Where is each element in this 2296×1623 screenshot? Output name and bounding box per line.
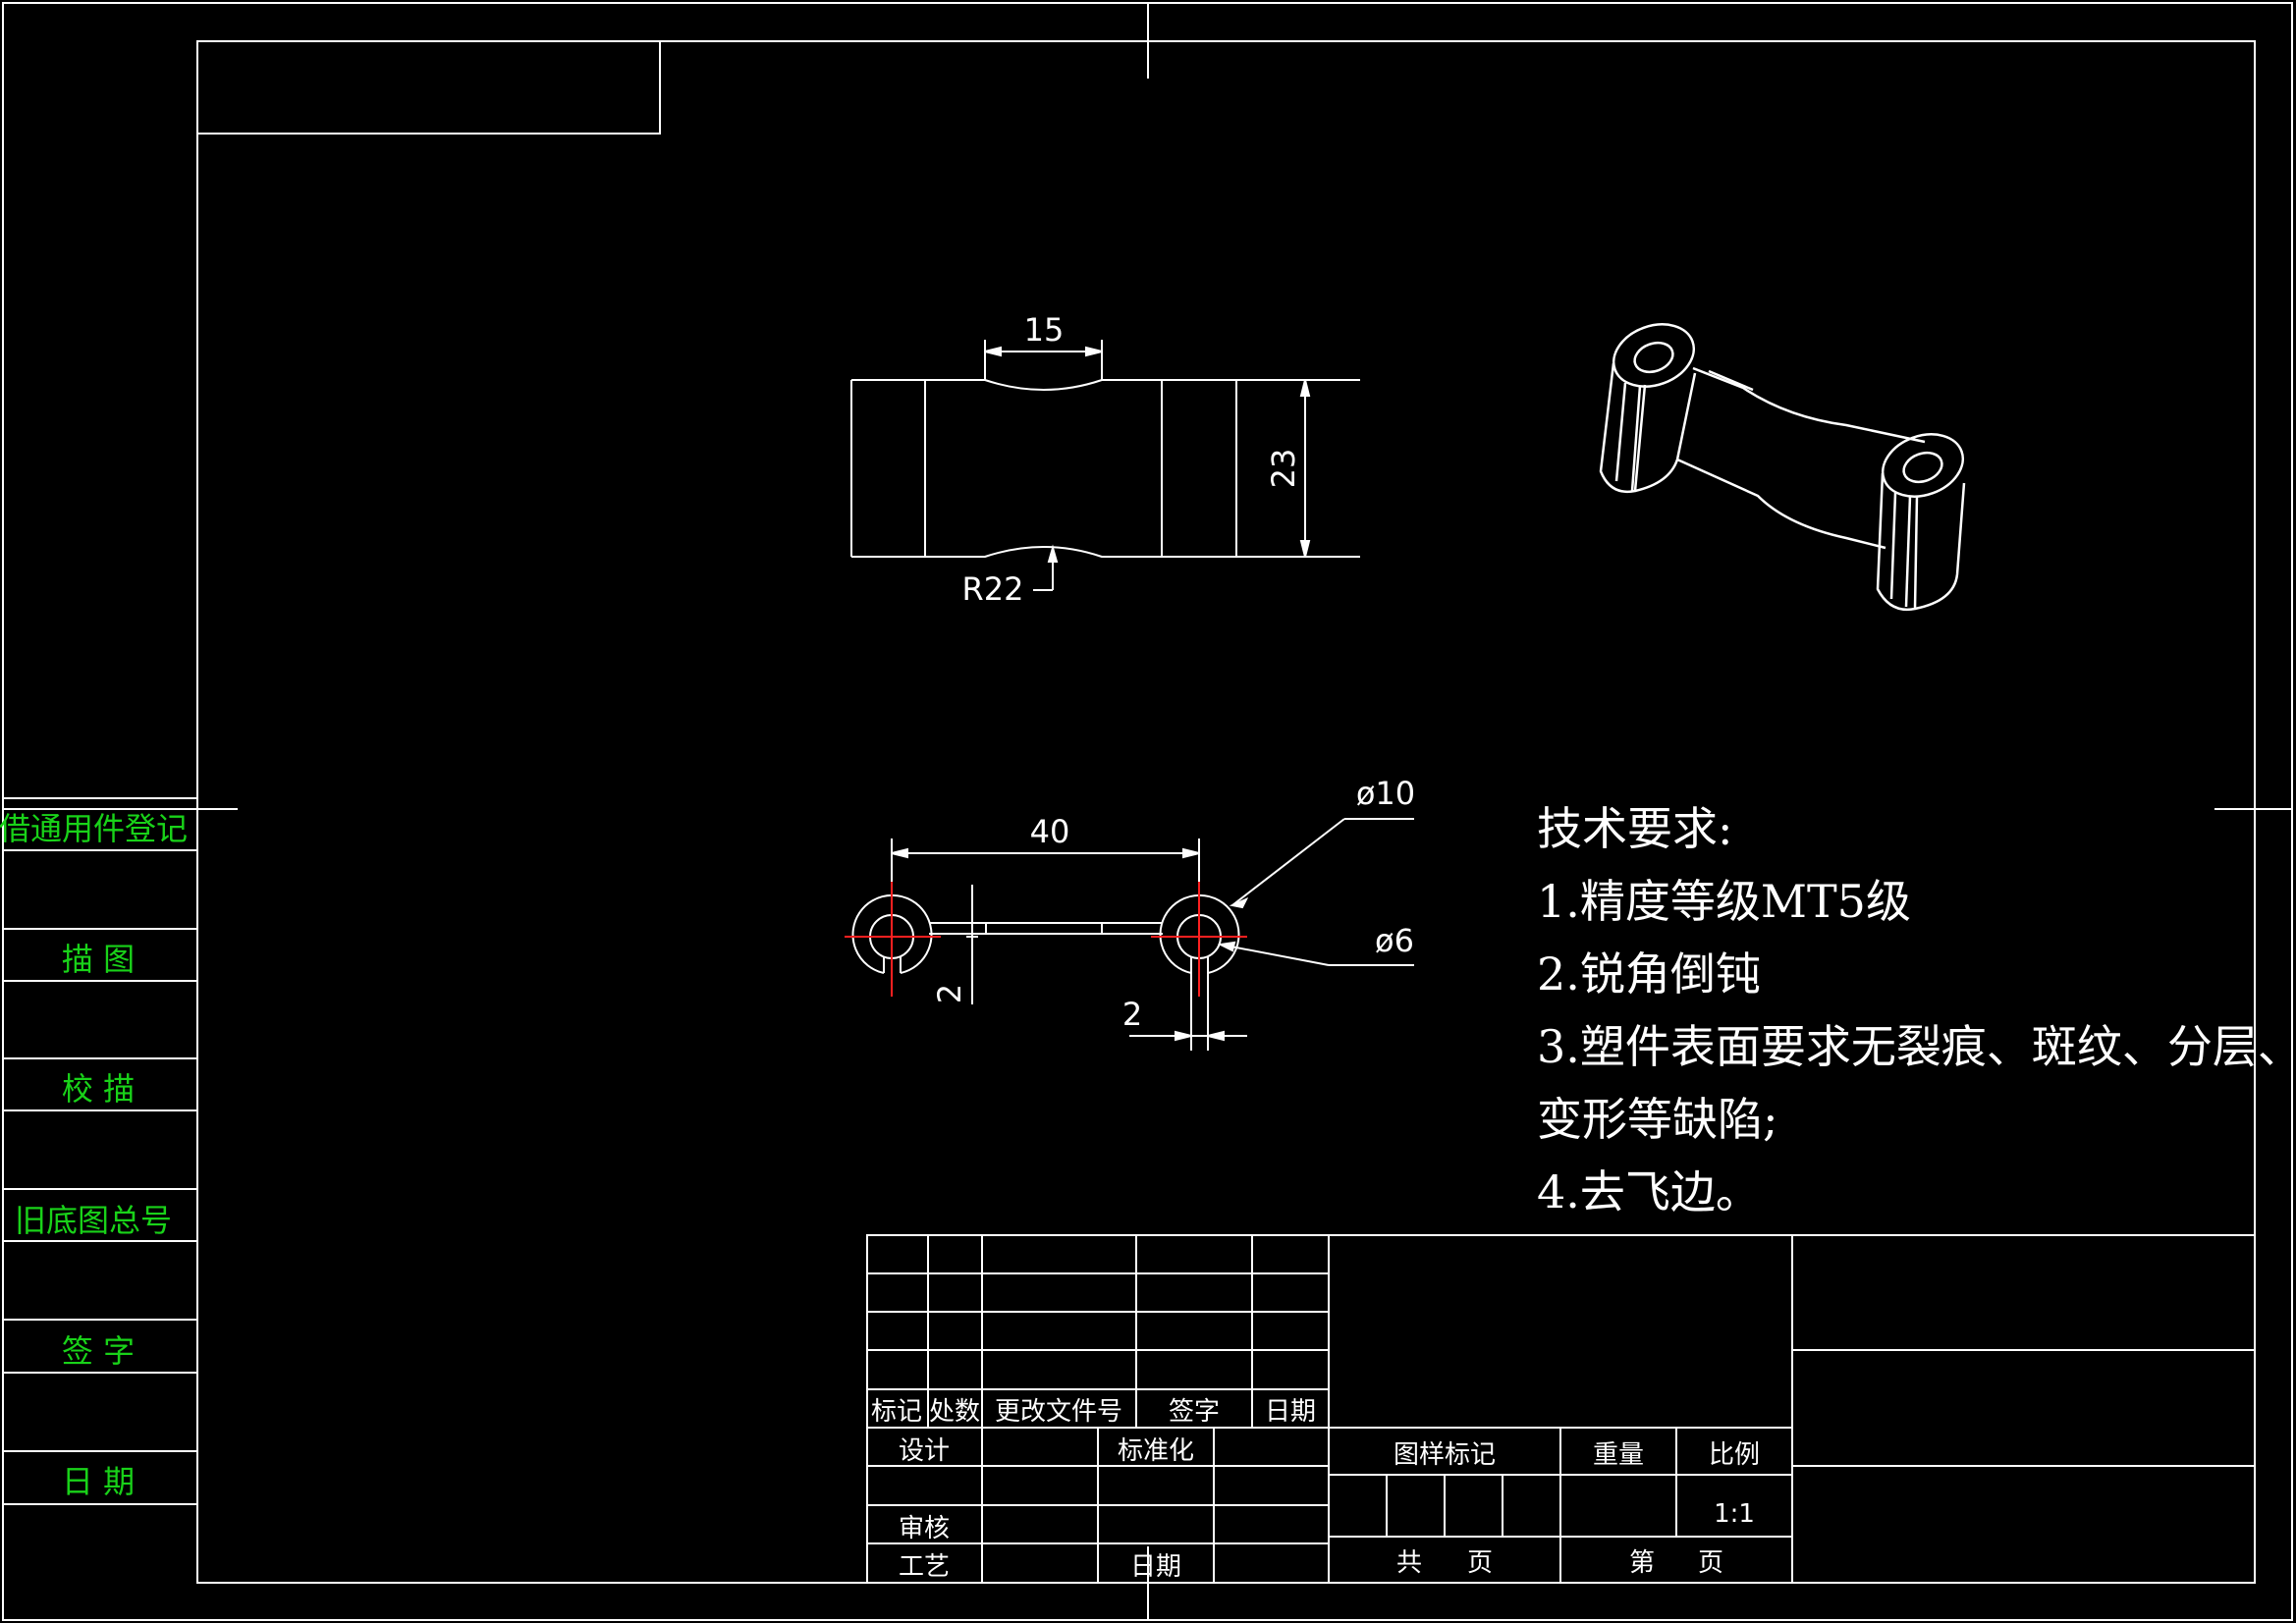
tb-date-header: 日期 — [1265, 1397, 1316, 1427]
tech-req-item-3: 3.塑件表面要求无裂痕、斑纹、分层、 — [1537, 1020, 2296, 1073]
tb-count: 处数 — [929, 1397, 980, 1427]
title-block-text: 标记 处数 更改文件号 签字 日期 设计 标准化 审核 工艺 日期 图样标记 重… — [871, 1397, 1760, 1582]
tb-page-2: 页 — [1698, 1548, 1723, 1578]
side-panel-labels: 借通用件登记 描 图 校 描 旧底图总号 签 字 日 期 — [0, 810, 188, 1500]
side-panel-grid — [3, 797, 197, 1505]
front-view — [850, 340, 1360, 591]
title-block-grid — [866, 1234, 2256, 1584]
dim-pitch-40: 40 — [1030, 813, 1070, 850]
side-label-borrowed: 借通用件登记 — [0, 810, 188, 847]
tb-design: 设计 — [899, 1436, 950, 1466]
side-label-signature: 签 字 — [62, 1332, 135, 1370]
technical-requirements: 技术要求: 1.精度等级MT5级 2.锐角倒钝 3.塑件表面要求无裂痕、斑纹、分… — [1537, 802, 2296, 1218]
tb-scale-label: 比例 — [1709, 1440, 1760, 1470]
tech-req-title: 技术要求: — [1537, 802, 1733, 855]
tb-signature: 签字 — [1169, 1397, 1220, 1427]
tb-mark: 标记 — [871, 1397, 922, 1427]
tech-req-item-2: 2.锐角倒钝 — [1537, 947, 1761, 1001]
tb-standardize: 标准化 — [1118, 1436, 1194, 1466]
centerlines — [845, 882, 1247, 997]
dim-slot-left-2: 2 — [931, 984, 968, 1003]
tech-req-item-1: 1.精度等级MT5级 — [1537, 875, 1911, 928]
isometric-view — [1599, 323, 1966, 612]
tb-page-1: 页 — [1467, 1548, 1493, 1578]
dim-radius-r22: R22 — [962, 570, 1024, 608]
tb-review: 审核 — [899, 1514, 950, 1543]
dim-inner-dia-6: ø6 — [1375, 922, 1414, 959]
side-label-tracing: 描 图 — [62, 941, 135, 978]
dim-width-15: 15 — [1024, 311, 1065, 349]
side-label-old-drawing-no: 旧底图总号 — [15, 1202, 172, 1239]
tb-process: 工艺 — [899, 1552, 950, 1582]
dim-height-23: 23 — [1265, 449, 1302, 489]
side-label-check-tracing: 校 描 — [62, 1070, 135, 1108]
tb-drawing-mark: 图样标记 — [1394, 1440, 1496, 1470]
dim-slot-right-2: 2 — [1122, 996, 1142, 1033]
tb-date: 日期 — [1130, 1552, 1181, 1582]
tb-sheet: 第 — [1629, 1548, 1655, 1578]
top-left-box — [196, 40, 661, 135]
tech-req-item-3-cont: 变形等缺陷; — [1537, 1093, 1778, 1146]
tb-total: 共 — [1396, 1548, 1422, 1578]
tech-req-item-4: 4.去飞边。 — [1537, 1165, 1761, 1218]
tb-scale-value: 1:1 — [1714, 1499, 1755, 1529]
side-label-date: 日 期 — [62, 1463, 135, 1500]
dim-outer-dia-10: ø10 — [1356, 775, 1415, 812]
tb-weight: 重量 — [1593, 1440, 1644, 1470]
top-view — [851, 818, 1414, 1051]
tb-change-doc: 更改文件号 — [995, 1397, 1122, 1427]
